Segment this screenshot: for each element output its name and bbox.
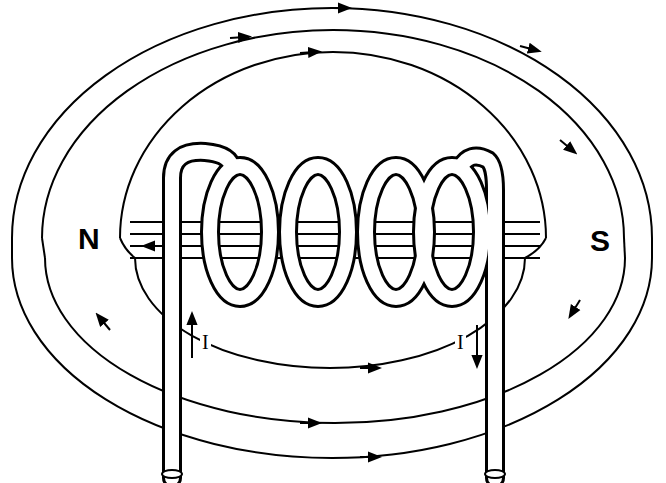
coil-turn bbox=[288, 166, 348, 298]
wire-end bbox=[485, 470, 505, 478]
pole-label: N bbox=[76, 224, 102, 254]
field-line bbox=[120, 238, 135, 258]
field-arrow bbox=[300, 422, 315, 424]
current-arrow bbox=[476, 325, 478, 362]
field-arrow bbox=[330, 7, 345, 9]
pole-label: S bbox=[588, 226, 612, 256]
field-arrow bbox=[230, 37, 245, 38]
coil-turn bbox=[422, 166, 482, 298]
field-arrow bbox=[520, 46, 535, 50]
current-label: I bbox=[455, 332, 466, 352]
wire-ends bbox=[162, 470, 505, 478]
coil-outline bbox=[172, 152, 495, 478]
field-arrow bbox=[360, 456, 375, 458]
field-arrow bbox=[360, 367, 375, 369]
field-line bbox=[651, 238, 653, 258]
field-arrow bbox=[560, 140, 572, 150]
coil-turn bbox=[210, 166, 270, 298]
wire-end bbox=[162, 470, 182, 478]
solenoid-coil bbox=[162, 152, 505, 478]
wire-lead bbox=[172, 152, 232, 478]
field-line bbox=[12, 8, 652, 238]
field-line bbox=[525, 238, 546, 258]
coil-turn bbox=[210, 166, 270, 298]
field-arrow bbox=[572, 300, 580, 313]
wire-lead bbox=[460, 156, 495, 478]
coil-turn bbox=[288, 166, 348, 298]
coil-fill bbox=[172, 152, 495, 478]
field-line bbox=[42, 238, 45, 258]
field-line bbox=[42, 30, 624, 238]
field-lines bbox=[12, 8, 652, 458]
field-arrow bbox=[100, 318, 110, 330]
field-arrow bbox=[148, 245, 160, 247]
current-arrow bbox=[191, 318, 193, 358]
field-arrow bbox=[300, 52, 315, 53]
field-line bbox=[11, 238, 13, 258]
field-line bbox=[624, 238, 625, 258]
current-label: I bbox=[200, 332, 211, 352]
current-arrows bbox=[192, 318, 477, 362]
